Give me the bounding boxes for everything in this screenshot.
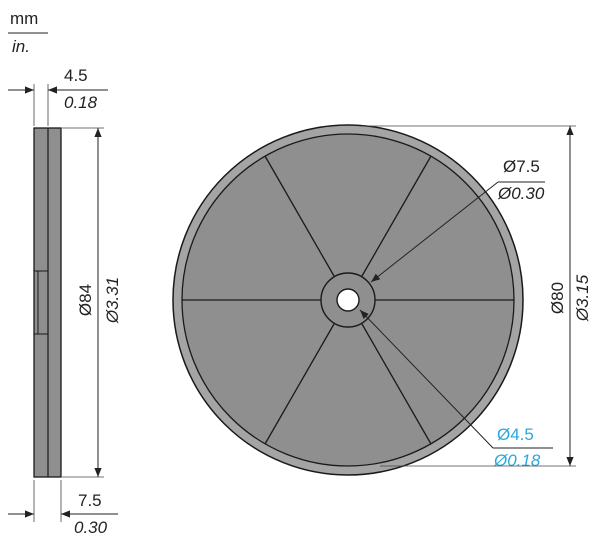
side-view: 4.5 0.18 Ø84 Ø3.31 7.5 0.30 [8,66,122,537]
side-diameter-in-label: Ø3.31 [103,277,122,324]
spoke-lower-left [264,323,335,445]
spoke-lower-right [361,323,432,445]
center-hole-leader [359,309,494,449]
inner-hole-in-label: Ø0.30 [497,184,545,203]
outer-diameter-mm-label: Ø80 [548,282,567,314]
spoke-upper-left [264,155,335,277]
unit-in-label: in. [12,37,30,56]
thickness-mm-label: 4.5 [64,66,88,85]
outer-diameter-in-label: Ø3.15 [573,274,592,322]
hub-width-in-label: 0.30 [74,518,108,537]
side-diameter-mm-label: Ø84 [76,284,95,316]
inner-hole-leader [370,181,499,283]
center-hole-in-label: Ø0.18 [493,451,541,470]
unit-mm-label: mm [10,9,38,28]
thickness-in-label: 0.18 [64,93,98,112]
front-view: Ø7.5 Ø0.30 Ø4.5 Ø0.18 Ø80 Ø3.15 [172,124,592,476]
inner-hole-mm-label: Ø7.5 [503,157,540,176]
hub-width-mm-label: 7.5 [78,491,102,510]
center-hole [336,288,360,312]
center-hole-mm-label: Ø4.5 [497,425,534,444]
spoke-upper-right [361,155,432,277]
spokes [182,155,514,445]
units-legend: mm in. [8,9,48,56]
